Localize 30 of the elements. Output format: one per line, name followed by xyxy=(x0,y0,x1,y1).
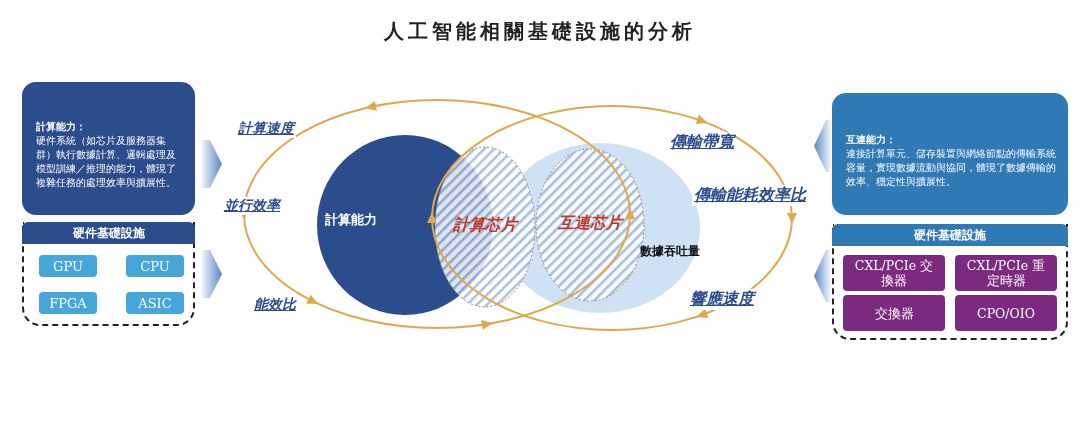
hardware-panel xyxy=(22,222,195,326)
chip-box: CXL/PCIe 重定時器 xyxy=(955,255,1057,291)
metric-label: 計算速度 xyxy=(236,120,296,138)
card-text: 硬件系統（如芯片及服務器集群）執行數據計算、邏輯處理及模型訓練／推理的能力，體現了複雜任務的處理效率與擴展性。 xyxy=(36,134,177,190)
card-heading: 互連能力： xyxy=(846,133,897,147)
chip-box: 交換器 xyxy=(843,295,945,331)
ellipse-label: 計算能力 xyxy=(325,211,377,229)
metric-label: 傳輸帶寬 xyxy=(668,132,736,153)
card-heading: 計算能力： xyxy=(36,120,87,134)
metric-label: 能效比 xyxy=(252,296,298,314)
metric-label: 響應速度 xyxy=(688,289,756,310)
chip-box: ASIC xyxy=(126,292,184,314)
ellipse-label: 互連芯片 xyxy=(558,213,622,234)
ellipse-label: 計算芯片 xyxy=(453,215,517,236)
title: 人工智能相關基礎設施的分析 xyxy=(383,18,697,45)
hardware-panel xyxy=(832,224,1068,340)
info-card xyxy=(832,93,1068,215)
card-text: 連接計算單元、儲存裝置與網絡節點的傳輸系統容量，實現數據流動與協同，體現了數據傳輸的效率、穩定性與擴展性。 xyxy=(846,147,1056,189)
chip-box: CPU xyxy=(126,255,184,277)
hatched-ellipse xyxy=(435,147,535,307)
ellipse-label: 數據吞吐量 xyxy=(640,243,700,260)
panel-header: 硬件基礎設施 xyxy=(22,222,195,244)
chip-box: CXL/PCIe 交換器 xyxy=(843,255,945,291)
metric-label: 傳輸能耗效率比 xyxy=(692,185,808,206)
info-card xyxy=(22,82,195,215)
chip-box: GPU xyxy=(39,255,97,277)
chip-box: FPGA xyxy=(39,292,97,314)
panel-header: 硬件基礎設施 xyxy=(832,224,1068,246)
chip-box: CPO/OIO xyxy=(955,295,1057,331)
metric-label: 並行效率 xyxy=(222,197,282,215)
